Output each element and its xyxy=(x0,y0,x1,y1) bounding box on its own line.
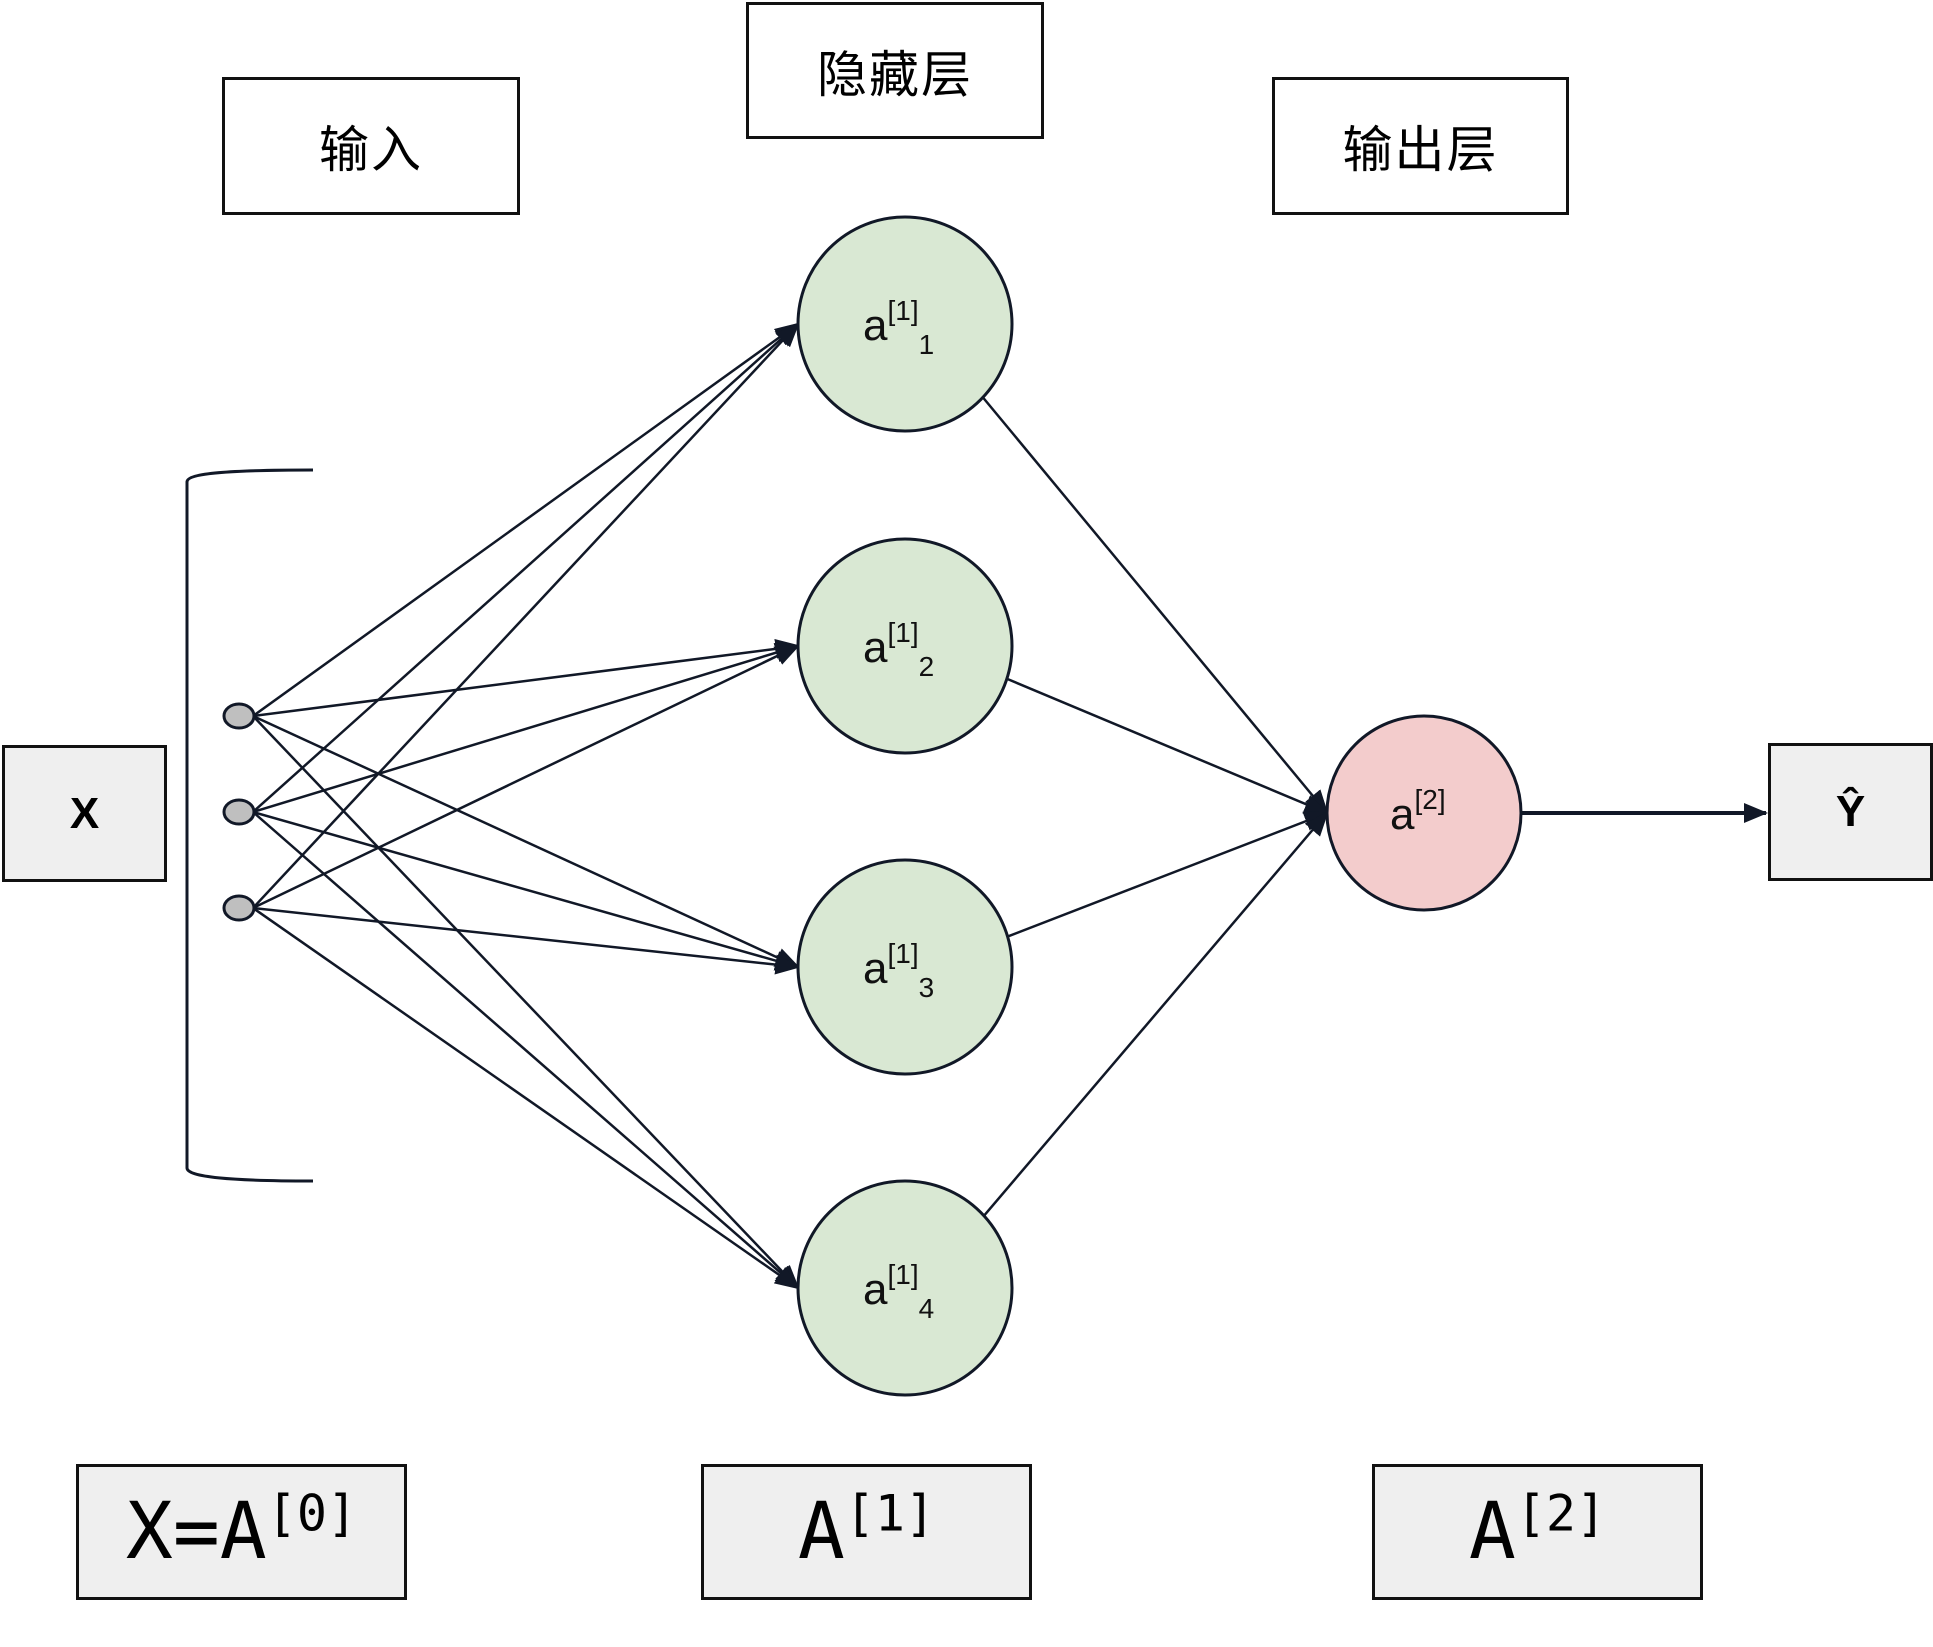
matrix-a1-sup: [1] xyxy=(844,1484,936,1543)
edge-hidden4-to-output xyxy=(982,811,1329,1217)
hidden-node-circle xyxy=(796,215,1014,433)
matrix-a2-box: A[2] xyxy=(1372,1464,1703,1600)
output-node-label: a[2] xyxy=(1390,784,1446,839)
matrix-a0-sup: [0] xyxy=(266,1484,358,1543)
hidden-node-circle xyxy=(796,537,1014,755)
output-yhat-box: Ŷ xyxy=(1768,743,1933,881)
input-node-2 xyxy=(222,798,256,826)
output-node: a[2] xyxy=(1325,714,1523,912)
hidden-node-circle xyxy=(796,858,1014,1076)
matrix-a2-label: A[2] xyxy=(1469,1487,1606,1577)
matrix-a1-label: A[1] xyxy=(798,1487,935,1577)
edge-hidden1-to-output xyxy=(981,396,1329,815)
edge-input3-to-hidden4 xyxy=(252,906,801,1290)
input-node-1 xyxy=(222,702,256,730)
edge-hidden3-to-output xyxy=(1007,811,1330,938)
edge-input3-to-hidden1 xyxy=(252,322,800,909)
matrix-a1-box: A[1] xyxy=(701,1464,1032,1600)
edge-input2-to-hidden2 xyxy=(252,642,801,814)
input-node-3 xyxy=(222,894,256,922)
edge-input2-to-hidden1 xyxy=(252,322,800,813)
hidden-node-1: a[1]1 xyxy=(796,215,1014,433)
hidden-node-2: a[1]2 xyxy=(796,537,1014,755)
edge-input1-to-hidden4 xyxy=(252,715,800,1290)
input-bracket xyxy=(185,468,314,1183)
input-x-label: X xyxy=(69,788,100,838)
output-layer-title-text: 输出层 xyxy=(1342,121,1499,179)
matrix-a0-base: X=A xyxy=(125,1487,267,1577)
input-x-box: X xyxy=(2,745,167,882)
hidden-node-label: a[1]3 xyxy=(863,938,934,1003)
hidden-node-label: a[1]1 xyxy=(863,295,934,360)
hidden-layer-title: 隐藏层 xyxy=(746,2,1044,139)
matrix-a2-sup: [2] xyxy=(1515,1484,1607,1543)
edge-input1-to-hidden1 xyxy=(252,322,801,718)
edge-input2-to-hidden4 xyxy=(252,811,800,1290)
matrix-a0-box: X=A[0] xyxy=(76,1464,407,1600)
hidden-layer-title-text: 隐藏层 xyxy=(817,45,973,104)
input-layer-title: 输入 xyxy=(222,77,520,215)
edge-input1-to-hidden2 xyxy=(252,638,801,718)
matrix-a1-base: A xyxy=(797,1487,845,1577)
edge-input1-to-hidden3 xyxy=(252,714,801,969)
output-node-circle xyxy=(1325,714,1523,912)
edge-hidden2-to-output xyxy=(1006,677,1330,815)
edge-input2-to-hidden3 xyxy=(252,810,801,971)
output-layer-title: 输出层 xyxy=(1272,77,1569,215)
hidden-node-label: a[1]4 xyxy=(863,1259,934,1324)
hidden-node-label: a[1]2 xyxy=(863,617,934,682)
matrix-a2-base: A xyxy=(1468,1487,1516,1577)
edge-input3-to-hidden3 xyxy=(252,906,801,975)
hidden-node-circle xyxy=(796,1179,1014,1397)
hidden-node-3: a[1]3 xyxy=(796,858,1014,1076)
output-yhat-label: Ŷ xyxy=(1835,787,1866,836)
matrix-a0-label: X=A[0] xyxy=(126,1487,357,1577)
input-layer-title-text: 输入 xyxy=(319,121,423,179)
edge-input3-to-hidden2 xyxy=(252,644,801,910)
hidden-node-4: a[1]4 xyxy=(796,1179,1014,1397)
